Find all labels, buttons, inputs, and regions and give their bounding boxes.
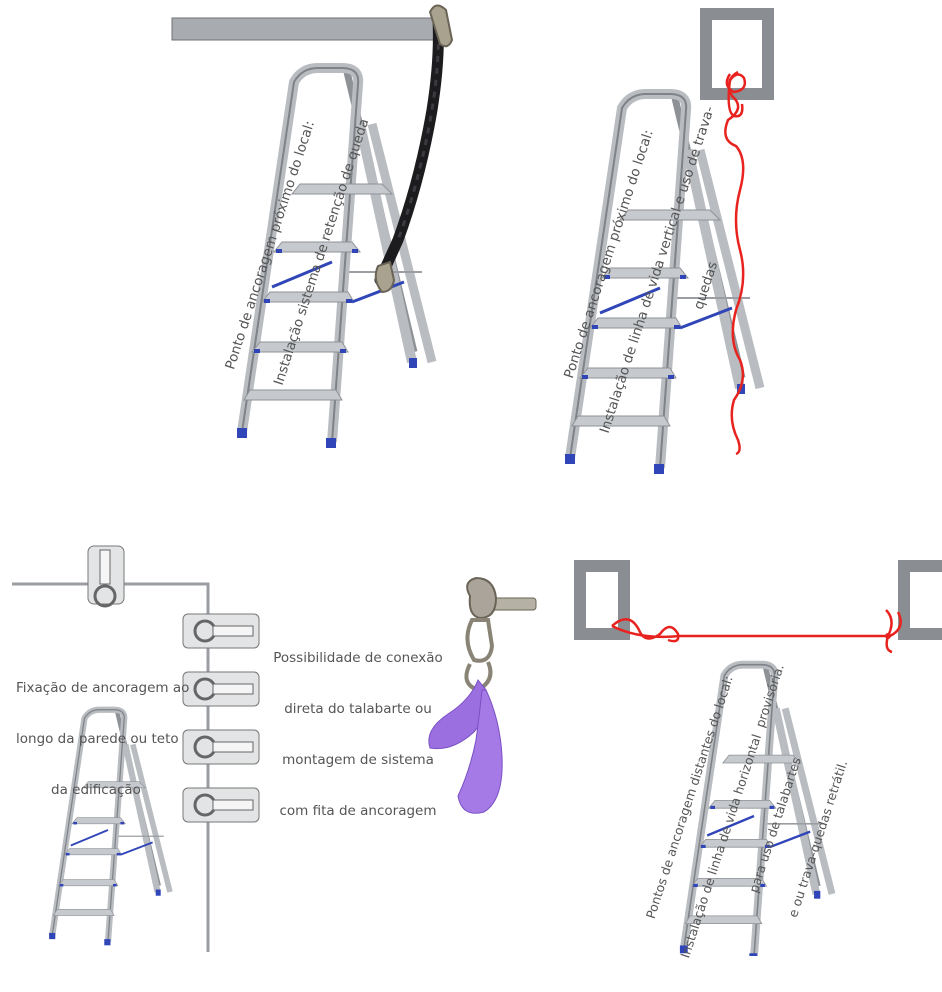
caption-line: com fita de ancoragem <box>272 803 444 820</box>
caption-line: Possibilidade de conexão <box>272 650 444 667</box>
anchor-frame <box>706 14 768 94</box>
ceiling-beam <box>172 18 444 40</box>
caption-line: montagem de sistema <box>272 752 444 769</box>
caption-wall-ceiling-anchorage: Fixação de ancoragem ao longo da parede … <box>16 646 176 816</box>
anchor-frame <box>580 566 624 634</box>
horizontal-lifeline <box>612 626 890 637</box>
caption-line: longo da parede ou teto <box>16 731 176 748</box>
anchor-frame <box>904 566 942 634</box>
carabiner-icon <box>466 578 536 690</box>
anchor-eyebolt-icon <box>88 546 124 606</box>
anchor-eyebolt-icon <box>183 672 259 706</box>
anchor-eyebolt-icon <box>183 788 259 822</box>
caption-line: direta do talabarte ou <box>272 701 444 718</box>
caption-direct-connection: Possibilidade de conexão direta do talab… <box>272 616 444 837</box>
caption-line: Instalação de linha de vida vertical e u… <box>597 104 719 435</box>
anchor-eyebolt-icon <box>183 730 259 764</box>
caption-line: Fixação de ancoragem ao <box>16 680 176 697</box>
caption-line: da edificação <box>16 782 176 799</box>
anchor-eyebolt-icon <box>183 614 259 648</box>
knot-icon <box>886 610 901 652</box>
